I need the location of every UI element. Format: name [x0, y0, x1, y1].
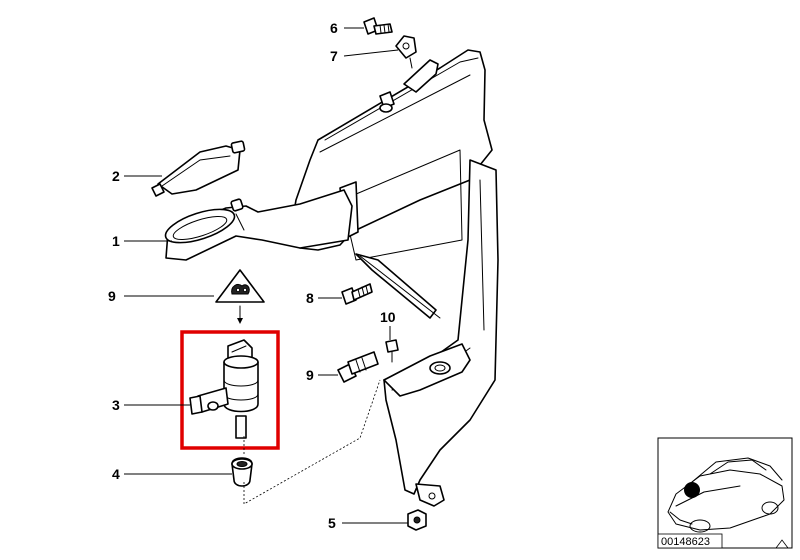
- warning-label: [215, 269, 265, 324]
- washer-pump: [189, 339, 259, 439]
- filler-cap: [151, 140, 246, 197]
- callout-9-bottom: 9: [306, 367, 314, 383]
- stud-10: [385, 339, 399, 363]
- reference-code-box: [657, 533, 723, 549]
- grommet: [231, 457, 253, 487]
- pump-highlight-box: [180, 330, 280, 450]
- hex-nut: [407, 509, 427, 531]
- car-outline-icon: [667, 457, 785, 533]
- callout-2: 2: [112, 168, 120, 184]
- vehicle-inset: [657, 437, 793, 549]
- callout-1: 1: [112, 233, 120, 249]
- callout-8: 8: [306, 290, 314, 306]
- clip-nut-7: [395, 35, 417, 69]
- filler-neck: [164, 189, 353, 261]
- dashed-guide-b: [243, 379, 381, 505]
- location-marker-icon: [684, 482, 700, 498]
- corner-triangle-icon: [775, 539, 789, 549]
- bolt-8: [341, 283, 373, 305]
- callout-9-top: 9: [108, 288, 116, 304]
- mounting-strap: [355, 253, 441, 319]
- callout-4: 4: [112, 466, 120, 482]
- callout-3: 3: [112, 397, 120, 413]
- callout-6: 6: [330, 20, 338, 36]
- callout-10: 10: [380, 309, 396, 325]
- callout-5: 5: [328, 515, 336, 531]
- reference-code: 00148623: [661, 536, 710, 548]
- callout-7: 7: [330, 48, 338, 64]
- bolt-6: [363, 17, 393, 35]
- leader-lines: [124, 27, 408, 524]
- plug-9: [337, 351, 379, 383]
